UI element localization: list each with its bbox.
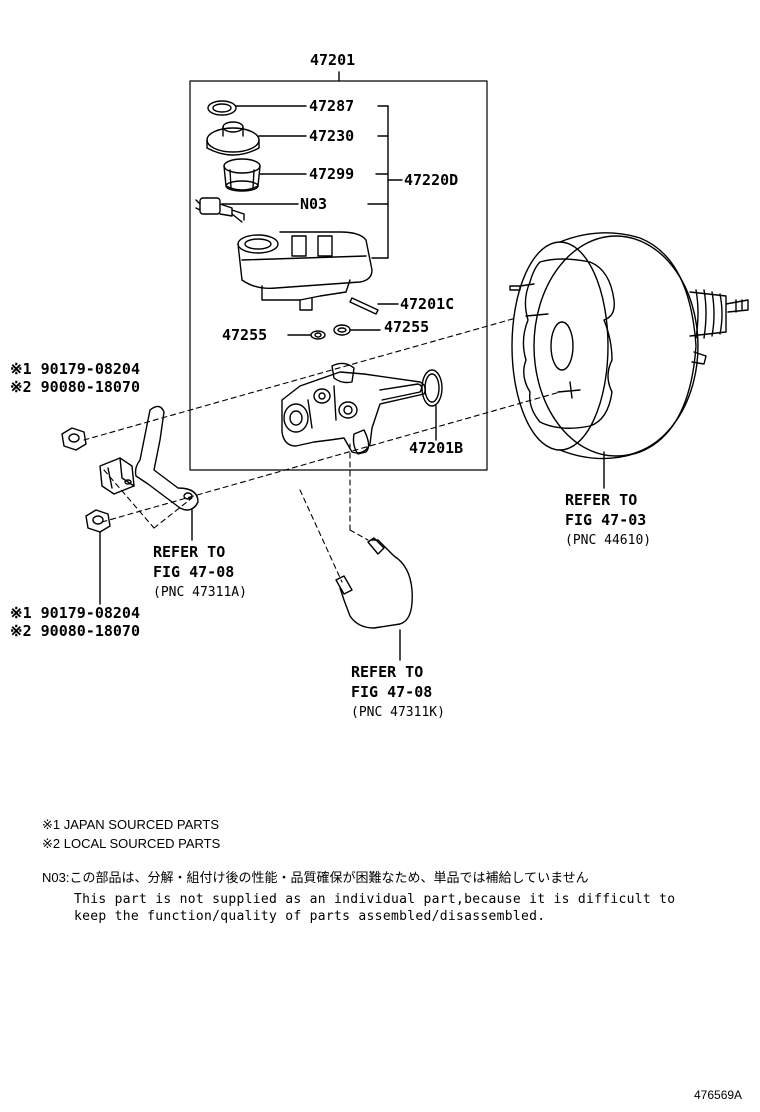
note-n03-english-2: keep the function/quality of parts assem… — [74, 909, 546, 924]
master-cylinder-part — [282, 363, 425, 454]
ref-tube-line1: REFER TO — [351, 663, 424, 681]
label-47220d: 47220D — [404, 171, 459, 189]
note-local-sourced: ※2 LOCAL SOURCED PARTS — [42, 836, 221, 851]
ref-tube-line2: FIG 47-08 — [351, 683, 433, 701]
label-47255-left: 47255 — [222, 326, 268, 344]
label-47201c: 47201C — [400, 295, 455, 313]
label-n03: N03 — [300, 195, 328, 213]
label-47255-right: 47255 — [384, 318, 430, 336]
ref-bracket-line1: REFER TO — [153, 543, 226, 561]
bracket-part — [100, 406, 198, 540]
label-47201b: 47201B — [409, 439, 464, 457]
reservoir-part — [238, 232, 372, 310]
upper-nut-part — [62, 428, 86, 450]
label-47230: 47230 — [309, 127, 355, 145]
oring-part — [422, 370, 442, 440]
bolt-lower-line1: ※1 90179-08204 — [10, 604, 140, 622]
label-47299: 47299 — [309, 165, 355, 183]
grommet-right-part — [334, 325, 380, 335]
ref-bracket-line2: FIG 47-08 — [153, 563, 235, 581]
reservoir-cap-part — [207, 122, 306, 155]
note-n03-japanese: N03:この部品は、分解・組付け後の性能・品質確保が困難なため、単品では補給して… — [42, 870, 589, 885]
note-n03-english-1: This part is not supplied as an individu… — [74, 892, 676, 907]
reservoir-pin-part — [350, 298, 398, 314]
strainer-part — [224, 159, 306, 191]
grommet-left-part — [288, 331, 325, 339]
bolt-upper-line1: ※1 90179-08204 — [10, 360, 140, 378]
lower-nut-part — [86, 510, 110, 604]
bolt-lower-line2: ※2 90080-18070 — [10, 622, 140, 640]
ref-booster-line2: FIG 47-03 — [565, 511, 647, 529]
dashed-guides — [84, 318, 560, 582]
label-47201: 47201 — [310, 51, 356, 69]
note-japan-sourced: ※1 JAPAN SOURCED PARTS — [42, 817, 220, 832]
cap-clip-part — [208, 101, 306, 115]
figure-id: 476569A — [694, 1088, 743, 1102]
ref-tube-line3: (PNC 47311K) — [351, 705, 445, 720]
bolt-upper-line2: ※2 90080-18070 — [10, 378, 140, 396]
level-sensor-part — [196, 198, 298, 222]
brake-tube-part — [336, 538, 412, 660]
ref-booster-line3: (PNC 44610) — [565, 533, 652, 548]
ref-bracket-line3: (PNC 47311A) — [153, 585, 247, 600]
ref-booster-line1: REFER TO — [565, 491, 638, 509]
label-47287: 47287 — [309, 97, 355, 115]
brake-booster-part — [510, 233, 748, 488]
